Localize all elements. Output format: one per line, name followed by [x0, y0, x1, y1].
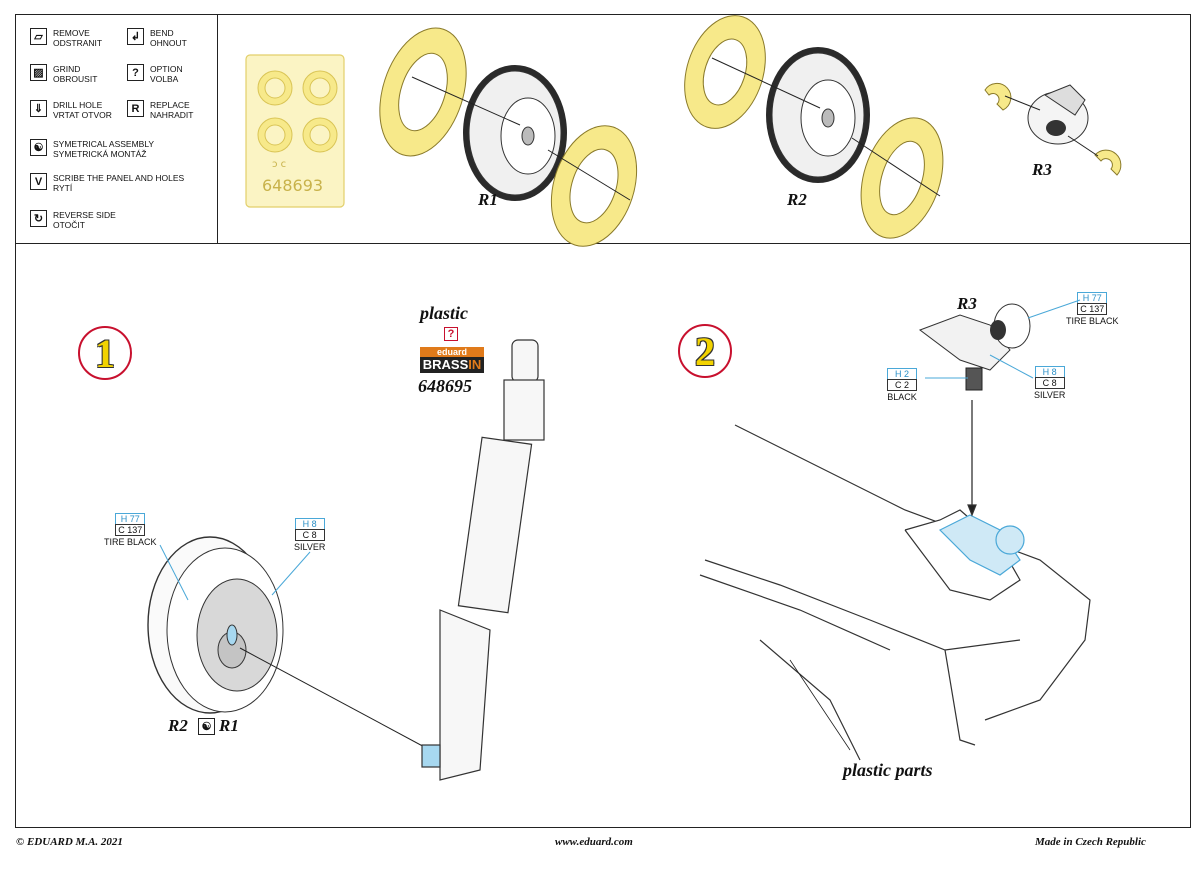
- step1-wheel: [147, 536, 431, 751]
- landing-gear-strut: [421, 339, 545, 781]
- legend-label: REPLACE: [150, 100, 190, 110]
- legend-label: SYMETRICKÁ MONTÁŽ: [53, 149, 147, 159]
- part-label-r2: R2: [787, 190, 807, 209]
- option-icon: ?: [444, 327, 458, 341]
- legend-label: GRIND: [53, 64, 81, 74]
- legend-label: SYMETRICAL ASSEMBLY: [53, 139, 155, 149]
- eduard-brassin-logo: eduard BRASSIN: [420, 347, 484, 373]
- legend-label: REVERSE SIDE: [53, 210, 116, 220]
- plastic-parts-label: plastic parts: [843, 760, 933, 780]
- r1-assembly: [379, 27, 638, 247]
- step-number-2: 2: [678, 324, 732, 378]
- legend-label: SCRIBE THE PANEL AND HOLES: [53, 173, 185, 183]
- step2-fuselage: [699, 400, 1091, 761]
- paint-callout-tire: H 77 C 137 TIRE BLACK: [1066, 292, 1119, 326]
- paint-callout-silver: H 8 C 8 SILVER: [294, 518, 326, 552]
- scribe-icon: V: [30, 173, 47, 190]
- drill-hole-icon: ⇓: [30, 100, 47, 117]
- option-icon: ?: [127, 64, 144, 81]
- r2-assembly: [684, 15, 944, 239]
- bend-icon: ↲: [127, 28, 144, 45]
- grind-icon: ▨: [30, 64, 47, 81]
- legend-label: OHNOUT: [150, 38, 187, 48]
- legend-label: RYTÍ: [53, 183, 73, 193]
- reverse-side-icon: ↻: [30, 210, 47, 227]
- remove-icon: ▱: [30, 28, 47, 45]
- photo-etch-fret: [245, 54, 345, 208]
- legend-label: NAHRADIT: [150, 110, 194, 120]
- fret-marks: ↄ c: [272, 159, 287, 170]
- part-label-r3-step2: R3: [957, 294, 977, 313]
- legend-label: OBROUSIT: [53, 74, 98, 84]
- legend-label: DRILL HOLE: [53, 100, 103, 110]
- plastic-label: plastic: [420, 303, 468, 323]
- r3-assembly: [984, 82, 1122, 176]
- paint-callout-silver: H 8 C 8 SILVER: [1034, 366, 1066, 400]
- part-label-r1: R1: [478, 190, 498, 209]
- part-label-r3: R3: [1032, 160, 1052, 179]
- legend-label: VRTAT OTVOR: [53, 110, 112, 120]
- legend-label: OTOČIT: [53, 220, 85, 230]
- made-in: Made in Czech Republic: [1035, 836, 1146, 848]
- symmetrical-assembly-icon: ☯: [30, 139, 47, 156]
- replace-icon: R: [127, 100, 144, 117]
- instruction-sheet-frame: [15, 14, 1191, 828]
- paint-callout-tire: H 77 C 137 TIRE BLACK: [104, 513, 157, 547]
- copyright: © EDUARD M.A. 2021: [16, 836, 123, 848]
- legend-label: OPTION: [150, 64, 183, 74]
- fret-number: 648693: [262, 176, 324, 195]
- paint-callout-black: H 2 C 2 BLACK: [887, 368, 917, 402]
- step2-r3-part: [918, 299, 1081, 391]
- website: www.eduard.com: [555, 836, 633, 848]
- symmetrical-assembly-icon: ☯: [198, 718, 215, 735]
- legend-label: BEND: [150, 28, 174, 38]
- part-label-r1-step1: R1: [219, 716, 239, 735]
- step-number-1: 1: [78, 326, 132, 380]
- legend-label: ODSTRANIT: [53, 38, 103, 48]
- divider-line: [15, 243, 1191, 244]
- legend-label: REMOVE: [53, 28, 90, 38]
- part-label-r2-step1: R2: [168, 716, 188, 735]
- brassin-code: 648695: [418, 376, 472, 396]
- legend-label: VOLBA: [150, 74, 179, 84]
